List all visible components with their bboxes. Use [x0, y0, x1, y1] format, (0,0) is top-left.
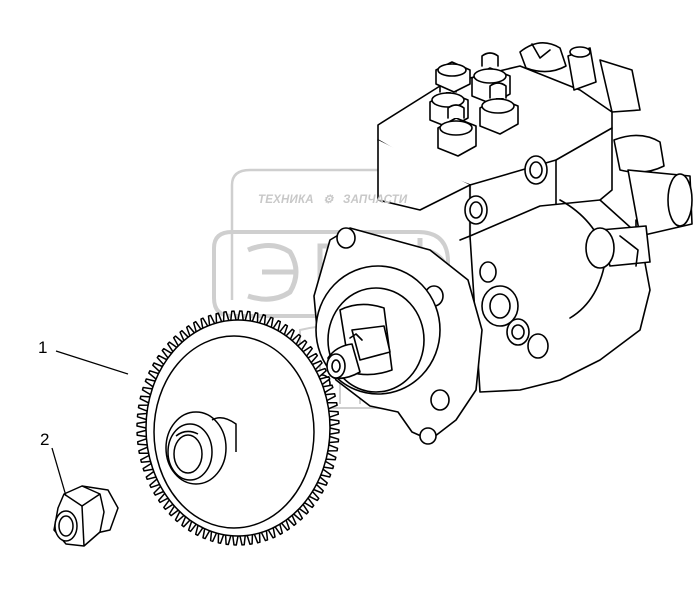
- fuel-pump-assembly: [313, 42, 693, 445]
- leader-line-1: [55, 350, 129, 375]
- callout-label-2: 2: [40, 430, 50, 449]
- watermark-caption: ТЕХНИКА ⚙ ЗАПЧАСТИ: [258, 192, 448, 206]
- gear-nut: [53, 485, 119, 547]
- leader-line-2: [51, 447, 67, 497]
- callout-label-1: 1: [38, 338, 48, 357]
- callout-leader-lines: [51, 350, 129, 497]
- drive-gear: [136, 310, 340, 546]
- watermark-text-left: ТЕХНИКА: [258, 194, 314, 206]
- watermark-text-right: ЗАПЧАСТИ: [343, 194, 408, 206]
- gear-icon: ⚙: [323, 194, 334, 206]
